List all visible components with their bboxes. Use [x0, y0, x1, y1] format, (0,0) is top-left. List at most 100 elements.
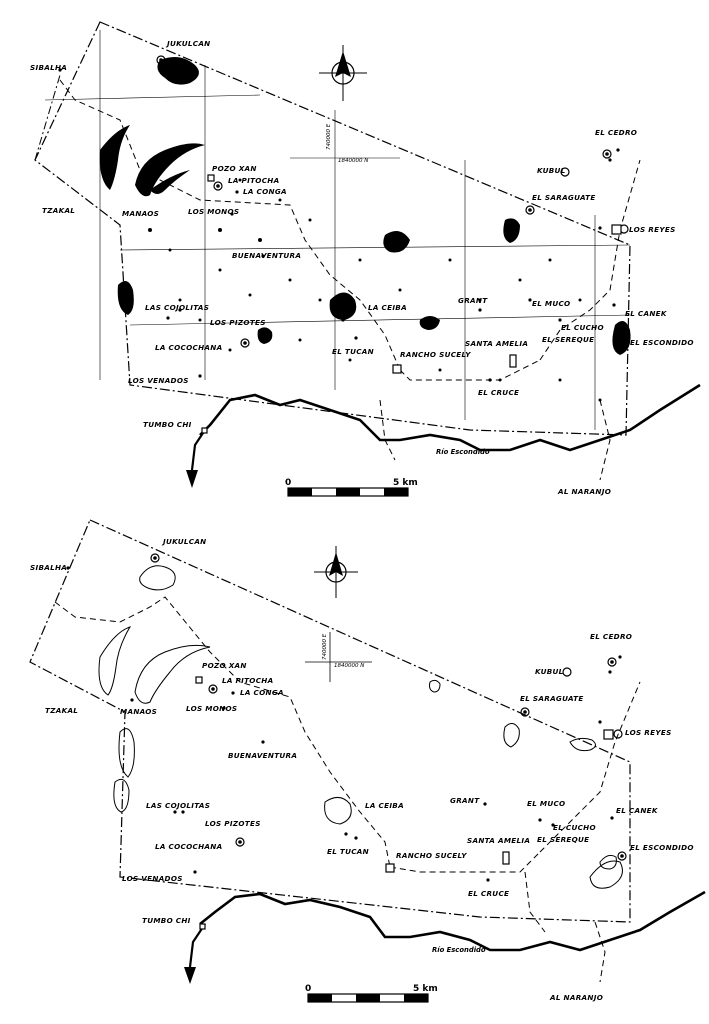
road-west — [59, 79, 401, 371]
label-el-tucan-outline: EL TUCAN — [327, 847, 369, 856]
label-kubul-outline: KUBUL — [535, 667, 564, 676]
label-manaos: MANAOS — [122, 209, 159, 218]
label-los-venados-outline: LOS VENADOS — [122, 874, 183, 883]
bajo-outline-saraguate — [503, 723, 520, 748]
bajo-manaos — [99, 125, 130, 190]
label-sibalha-outline: SIBALHA — [30, 563, 67, 572]
label-los-monos-outline: LOS MONOS — [186, 704, 237, 713]
site-markers — [156, 55, 629, 434]
bajo-areas — [99, 56, 631, 355]
outline-map-panel: 740000 E 1840000 N Río Escondido — [0, 512, 709, 1024]
site-dots — [58, 68, 620, 382]
bajo-outline-sereque — [599, 854, 617, 870]
label-los-venados: LOS VENADOS — [128, 376, 189, 385]
bajo-manaos-north — [135, 143, 205, 197]
bajo-outline-manaos — [98, 626, 132, 696]
terrain-speckles — [148, 178, 602, 402]
bajo-outline-west — [118, 728, 135, 778]
label-grant-outline: GRANT — [450, 796, 480, 805]
bajo-outline-cojolitas — [113, 778, 130, 813]
label-jukulcan-outline: JUKULCAN — [161, 537, 207, 546]
northing-label-outline: 1840000 N — [334, 663, 364, 669]
label-jukulcan: JUKULCAN — [165, 39, 211, 48]
scale-bar — [287, 487, 409, 497]
bajo-outlines — [98, 565, 623, 889]
label-el-saraguate-outline: EL SARAGUATE — [520, 694, 584, 703]
label-buenaventura: BUENAVENTURA — [232, 251, 301, 260]
roads-outline — [54, 596, 641, 983]
northing-label: 1840000 N — [338, 158, 368, 164]
bajo-east — [503, 218, 520, 243]
road-south-outline — [389, 851, 541, 873]
road-west-outline — [54, 596, 391, 868]
road-naranjo-outline — [594, 921, 606, 983]
scale-bar-outline — [307, 993, 429, 1003]
bajo-la-ceiba — [329, 292, 357, 320]
bajo-los-pizotes — [257, 327, 273, 344]
label-el-cucho: EL CUCHO — [561, 323, 604, 332]
label-el-cruce-outline: EL CRUCE — [468, 889, 509, 898]
river-label-outline: Río Escondido — [432, 946, 486, 954]
label-la-ceiba-outline: LA CEIBA — [365, 801, 404, 810]
label-pozo-xan: POZO XAN — [212, 164, 257, 173]
label-el-muco-outline: EL MUCO — [527, 799, 565, 808]
study-area-boundary — [34, 21, 631, 436]
site-dots-outline — [66, 566, 622, 882]
label-el-cedro-outline: EL CEDRO — [590, 632, 632, 641]
north-arrow-icon — [314, 546, 358, 598]
label-las-cojolitas: LAS COJOLITAS — [145, 303, 209, 312]
label-santa-amelia: SANTA AMELIA — [465, 339, 528, 348]
label-el-saraguate: EL SARAGUATE — [532, 193, 596, 202]
outline-map: 740000 E 1840000 N Río Escondido — [29, 519, 706, 1003]
label-el-muco: EL MUCO — [532, 299, 570, 308]
label-los-reyes: LOS REYES — [629, 225, 676, 234]
label-tzakal-outline: TZAKAL — [45, 706, 78, 715]
label-el-cruce: EL CRUCE — [478, 388, 519, 397]
label-pozo-xan-outline: POZO XAN — [202, 661, 247, 670]
label-los-pizotes: LOS PIZOTES — [210, 318, 266, 327]
label-la-cocochana: LA COCOCHANA — [155, 343, 222, 352]
label-el-cucho-outline: EL CUCHO — [553, 823, 596, 832]
road-naranjo — [599, 399, 611, 481]
label-buenaventura-outline: BUENAVENTURA — [228, 751, 297, 760]
label-el-sereque: EL SEREQUE — [542, 335, 594, 344]
detailed-map: 740000 E 1840000 N Río Escon — [30, 21, 701, 497]
coordinate-grid — [44, 30, 631, 430]
road-escondido — [379, 399, 396, 461]
river-flow-arrow-icon — [184, 967, 196, 984]
label-las-cojolitas-outline: LAS COJOLITAS — [146, 801, 210, 810]
road-east-outline — [539, 681, 641, 853]
label-tumbo-chi: TUMBO CHI — [143, 420, 192, 429]
easting-label: 740000 E — [326, 123, 332, 150]
label-la-ceiba: LA CEIBA — [368, 303, 407, 312]
bajo-outline-los-reyes — [569, 737, 596, 752]
label-tzakal: TZAKAL — [42, 206, 75, 215]
label-manaos-outline: MANAOS — [120, 707, 157, 716]
label-la-conga: LA CONGA — [243, 187, 287, 196]
label-los-reyes-outline: LOS REYES — [625, 728, 672, 737]
tumbo-chi-tributary-outline — [188, 923, 206, 968]
label-el-canek-outline: EL CANEK — [616, 806, 659, 815]
label-la-cocochana-outline: LA COCOCHANA — [155, 842, 222, 851]
bajo-outline-manaos-north — [134, 644, 211, 704]
label-tumbo-chi-outline: TUMBO CHI — [142, 916, 191, 925]
label-la-conga-outline: LA CONGA — [240, 688, 284, 697]
label-kubul: KUBUL — [537, 166, 566, 175]
bajo-la-ceiba-south — [419, 316, 440, 330]
label-rancho-sucely: RANCHO SUCELY — [400, 350, 471, 359]
label-al-naranjo-outline: AL NARANJO — [549, 993, 603, 1002]
label-la-pitocha: LA PITOCHA — [228, 176, 279, 185]
label-rancho-sucely-outline: RANCHO SUCELY — [396, 851, 467, 860]
easting-label-outline: 740000 E — [322, 633, 328, 660]
bajo-central — [383, 231, 410, 253]
site-markers-outline — [150, 553, 627, 930]
scale-end-label-outline: 5 km — [413, 984, 438, 994]
bajo-las-cojolitas — [117, 281, 134, 315]
bajo-outline-ceiba — [324, 797, 352, 825]
label-el-escondido-outline: EL ESCONDIDO — [630, 843, 694, 852]
road-south — [399, 359, 541, 381]
study-area-boundary-outline — [29, 519, 631, 923]
scale-start-label: 0 — [285, 478, 291, 488]
rio-escondido-river-outline — [199, 890, 706, 952]
label-sibalha: SIBALHA — [30, 63, 67, 72]
